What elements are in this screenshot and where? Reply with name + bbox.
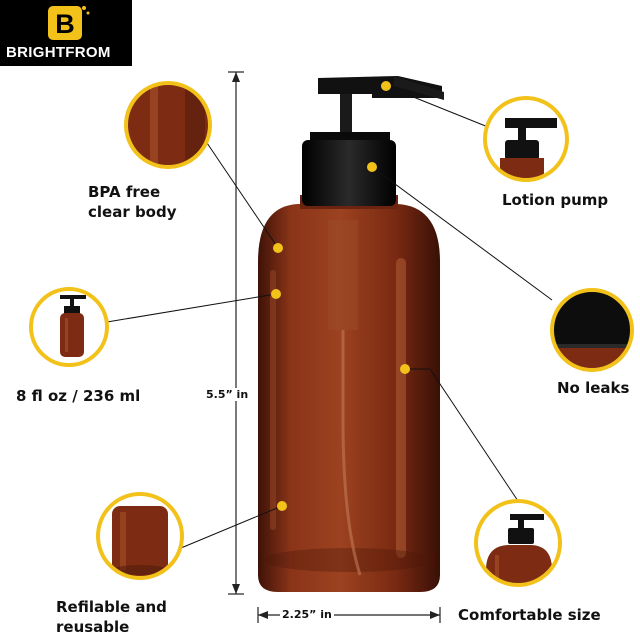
brand-mark-icon: B xyxy=(48,6,90,40)
pump xyxy=(302,76,444,206)
lotion-pump-icon xyxy=(483,96,569,182)
svg-text:B: B xyxy=(55,9,75,39)
bpa-free-label: BPA free clear body xyxy=(88,183,177,221)
size-bottle-icon xyxy=(29,287,109,367)
lotion-pump-label: Lotion pump xyxy=(502,191,609,209)
height-dimension-label: 5.5” in xyxy=(204,388,251,401)
bottle xyxy=(258,195,440,592)
width-dimension-label: 2.25” in xyxy=(280,608,334,621)
refill-closeup-icon xyxy=(96,492,184,580)
callout-dots xyxy=(271,81,410,511)
brand-logo: B BRIGHTFROM xyxy=(0,0,132,66)
bpa-closeup-icon xyxy=(124,81,212,169)
no-leaks-icon xyxy=(550,288,634,372)
brand-name: BRIGHTFROM xyxy=(6,44,111,61)
comfortable-size-icon xyxy=(474,499,562,587)
volume-label: 8 fl oz / 236 ml xyxy=(16,387,141,405)
no-leaks-label: No leaks xyxy=(557,379,630,397)
comfortable-size-label: Comfortable size xyxy=(458,606,601,624)
refillable-label: Refilable and reusable xyxy=(56,598,167,636)
